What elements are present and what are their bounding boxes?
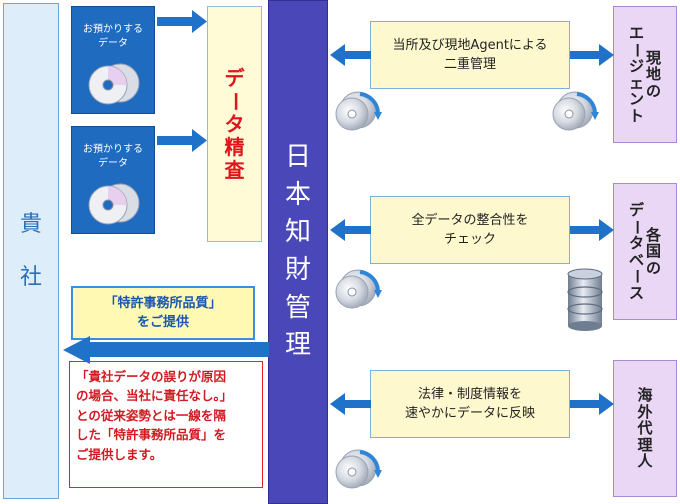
side-char: ジ	[628, 57, 644, 75]
side-box-local-agent: 現 地 の エ ー ジ ェ ン ト	[613, 6, 677, 143]
disc-stack-icon	[88, 63, 140, 105]
nihon-chizai-bar: 日 本 知 財 管 理	[268, 0, 328, 504]
double-arrow-icon	[330, 393, 614, 415]
client-char: 貴	[19, 211, 42, 237]
quality-line: 「特許事務所品質」	[104, 295, 222, 311]
side-char: エ	[628, 24, 644, 42]
side-char: 地	[646, 65, 662, 84]
data-card-line: お預かりする	[83, 144, 143, 155]
center-char: 知	[284, 217, 311, 248]
disc-sync-icon	[335, 449, 382, 489]
client-box: 貴 社	[3, 3, 59, 499]
side-char: ェ	[628, 73, 644, 92]
service-line: 当所及び現地Agentによる	[392, 37, 548, 53]
side-char: 代	[637, 419, 653, 438]
data-card: お預かりする データ	[71, 6, 155, 114]
side-char: 海	[637, 386, 653, 405]
side-char: ト	[628, 106, 644, 125]
service-line: 法律・制度情報を	[417, 386, 522, 402]
data-card-line: お預かりする	[83, 24, 143, 35]
side-char: ベ	[628, 250, 644, 269]
service-line: 二重管理	[443, 57, 496, 72]
message-line: ご提供します。	[76, 446, 163, 462]
quality-line: をご提供	[136, 315, 189, 330]
left-arrow-icon	[63, 336, 269, 364]
side-char: の	[646, 258, 662, 277]
right-arrow-icon	[157, 129, 207, 152]
center-char: 本	[284, 179, 311, 210]
side-char: デ	[628, 201, 644, 219]
message-line: 「貴社データの誤りが原因	[76, 369, 227, 384]
side-char: 国	[646, 242, 662, 261]
data-card: お預かりする データ	[71, 126, 155, 234]
data-check-char: デ	[224, 65, 245, 90]
service-box-law-update: 法律・制度情報を 速やかにデータに反映	[370, 370, 570, 438]
quality-box: 「特許事務所品質」 をご提供	[71, 286, 255, 340]
side-char: ン	[628, 90, 644, 108]
service-line: チェック	[443, 232, 496, 247]
message-line: した「特許事務所品質」を	[76, 427, 227, 443]
center-char: 日	[284, 141, 311, 172]
side-box-overseas-agent: 海 外 代 理 人	[613, 360, 677, 497]
message-line: との従来姿勢とは一線を隔	[76, 407, 226, 423]
client-char: 社	[19, 265, 42, 290]
side-char: 各	[646, 225, 662, 244]
side-char: の	[646, 81, 662, 100]
data-check-char: 精	[224, 134, 245, 159]
disc-sync-icon	[552, 91, 599, 131]
right-arrow-icon	[157, 10, 207, 33]
service-line: 速やかにデータに反映	[404, 406, 535, 421]
center-char: 理	[284, 330, 311, 361]
center-char: 財	[284, 255, 311, 285]
data-check-char: 査	[224, 157, 245, 182]
data-card-line: データ	[98, 157, 128, 169]
disc-sync-icon	[335, 91, 382, 131]
data-card-line: データ	[98, 37, 128, 49]
double-arrow-icon	[330, 44, 614, 66]
side-box-country-database: 各 国 の デ ー タ ベ ー ス	[613, 183, 677, 320]
side-char: ス	[628, 283, 644, 302]
service-line: 全データの整合性を	[411, 212, 529, 228]
side-char: 外	[637, 402, 653, 421]
side-char: タ	[628, 234, 644, 252]
data-check-box: デ ー タ 精 査	[207, 6, 262, 242]
message-box: 「貴社データの誤りが原因 の場合、当社に責任なし。」 との従来姿勢とは一線を隔 …	[69, 361, 263, 488]
side-char: 人	[637, 452, 653, 471]
side-char: 理	[637, 435, 653, 454]
double-arrow-icon	[330, 219, 614, 241]
message-line: の場合、当社に責任なし。」	[76, 388, 233, 404]
disc-sync-icon	[335, 269, 382, 309]
center-char: 管	[284, 292, 311, 323]
database-icon	[567, 268, 603, 331]
side-char: 現	[646, 48, 662, 67]
data-check-char: タ	[224, 111, 245, 136]
service-box-consistency-check: 全データの整合性を チェック	[370, 196, 570, 264]
disc-stack-icon	[88, 183, 140, 225]
service-box-dual-management: 当所及び現地Agentによる 二重管理	[370, 21, 570, 89]
